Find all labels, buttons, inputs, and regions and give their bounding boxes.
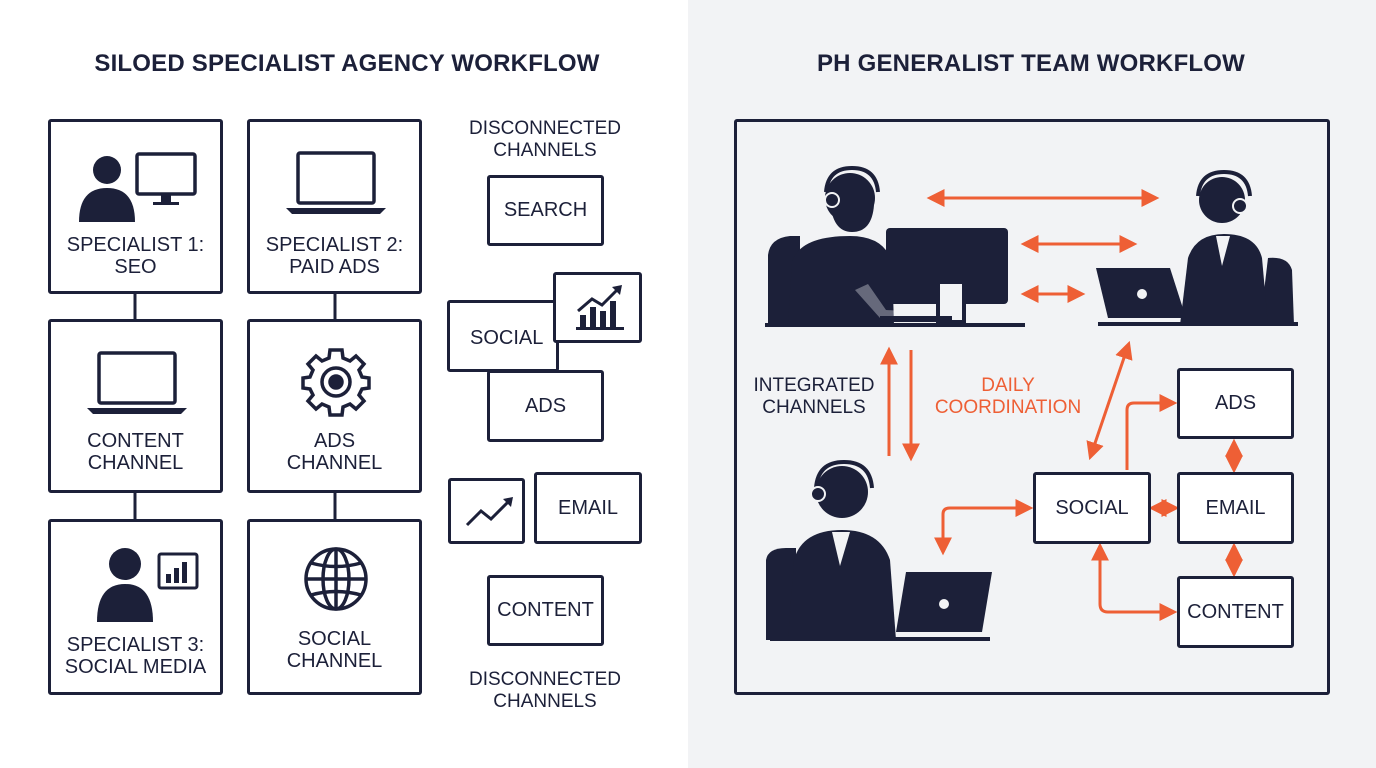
- card-social-channel-label: SOCIAL CHANNEL: [286, 628, 383, 672]
- trend-line-box: [448, 478, 525, 544]
- card-ads-channel-label: ADS CHANNEL: [286, 430, 383, 474]
- team-channel-social-label: SOCIAL: [1055, 496, 1129, 519]
- channel-ads-box: ADS: [487, 370, 604, 442]
- left-title: SILOED SPECIALIST AGENCY WORKFLOW: [94, 50, 600, 77]
- team-channel-social-box: SOCIAL: [1033, 472, 1151, 544]
- channel-content-box: CONTENT: [487, 575, 604, 646]
- team-channel-email-label: EMAIL: [1205, 496, 1266, 519]
- woman-at-laptop-icon: [766, 459, 992, 641]
- card-ads-channel: ADS CHANNEL: [247, 319, 422, 493]
- left-connectors: [133, 293, 337, 520]
- woman-at-laptop-icon: [1096, 169, 1298, 326]
- growth-chart-icon: [576, 285, 624, 330]
- card-specialist-1-label: SPECIALIST 1: SEO: [66, 234, 205, 278]
- integrated-channels-label: INTEGRATED CHANNELS: [753, 375, 875, 418]
- channel-search-label: SEARCH: [503, 199, 588, 221]
- channel-ads-label: ADS: [524, 394, 567, 417]
- disconnected-channels-bottom-label: DISCONNECTED CHANNELS: [468, 669, 622, 712]
- disconnected-channels-top-label: DISCONNECTED CHANNELS: [468, 118, 622, 161]
- team-channel-ads-box: ADS: [1177, 368, 1294, 439]
- channel-email-box: EMAIL: [534, 472, 642, 544]
- globe-icon: [304, 547, 368, 611]
- card-specialist-2-label: SPECIALIST 2: PAID ADS: [265, 234, 404, 278]
- daily-coordination-label: DAILY COORDINATION: [934, 375, 1082, 418]
- channel-search-box: SEARCH: [487, 175, 604, 246]
- right-title: PH GENERALIST TEAM WORKFLOW: [816, 50, 1246, 77]
- team-channel-content-label: CONTENT: [1187, 600, 1284, 623]
- person-chart-icon: [97, 548, 199, 622]
- arrow: [1086, 340, 1133, 461]
- arrow: [934, 499, 1034, 556]
- laptop-icon: [87, 351, 187, 414]
- channel-content-label: CONTENT: [497, 599, 594, 621]
- channel-social-label: SOCIAL: [470, 327, 544, 349]
- growth-chart-box: [553, 272, 642, 343]
- laptop-icon: [286, 151, 386, 214]
- trend-line-icon: [465, 497, 513, 527]
- card-specialist-2: SPECIALIST 2: PAID ADS: [247, 119, 422, 294]
- channel-email-label: EMAIL: [557, 496, 619, 519]
- man-at-desktop-icon: [765, 165, 1025, 327]
- team-channel-ads-label: ADS: [1214, 392, 1257, 414]
- card-specialist-1: SPECIALIST 1: SEO: [48, 119, 223, 294]
- person-monitor-icon: [79, 152, 197, 222]
- arrow: [1091, 542, 1178, 621]
- card-content-channel-label: CONTENT CHANNEL: [87, 430, 184, 474]
- card-content-channel: CONTENT CHANNEL: [48, 319, 223, 493]
- card-social-channel: SOCIAL CHANNEL: [247, 519, 422, 695]
- team-channel-content-box: CONTENT: [1177, 576, 1294, 648]
- card-specialist-3: SPECIALIST 3: SOCIAL MEDIA: [48, 519, 223, 695]
- team-channel-email-box: EMAIL: [1177, 472, 1294, 544]
- arrow: [1125, 394, 1178, 470]
- card-specialist-3-label: SPECIALIST 3: SOCIAL MEDIA: [64, 634, 207, 678]
- gear-icon: [301, 348, 371, 417]
